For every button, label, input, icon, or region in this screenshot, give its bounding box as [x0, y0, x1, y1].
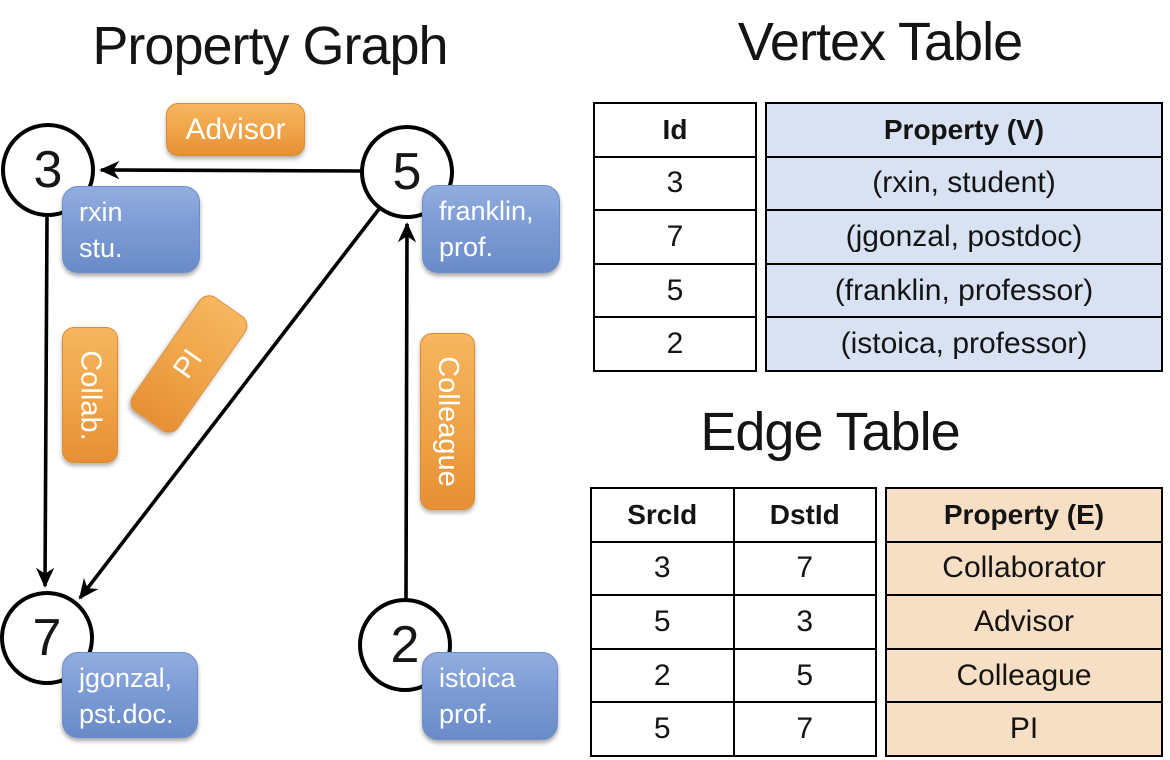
edge-table-header-row: SrcId DstId [592, 489, 875, 541]
edge-label-text: Colleague [432, 356, 465, 487]
vertex-table-property-cell: (rxin, student) [767, 155, 1161, 210]
edge-colleague-2-to-5 [397, 222, 417, 599]
graph-edges [35, 160, 417, 600]
edge-table-dstid-cell: 3 [796, 604, 814, 638]
edge-table-dstid-cell: 5 [796, 658, 814, 692]
vertex-property-box-3: rxin stu. [62, 186, 200, 273]
vertex-table-property-cell: (jgonzal, postdoc) [767, 209, 1161, 263]
edge-label-text: Advisor [185, 112, 286, 146]
edge-table-property-cell: Collaborator [887, 540, 1161, 595]
edge-label-text: Collab. [74, 349, 107, 441]
edge-table-property-cell: PI [887, 701, 1161, 755]
edge-table-row: 5 7 [592, 701, 875, 755]
vertex-table-property-column: Property (V) (rxin, student) (jgonzal, p… [765, 102, 1163, 372]
vertex-property-line: franklin, [439, 196, 534, 226]
edge-collaborator-3-to-7 [35, 216, 55, 588]
vertex-property-line: prof. [439, 699, 494, 729]
vertex-table-id-cell: 2 [595, 316, 755, 370]
edge-table-srcid-header: SrcId [592, 489, 735, 541]
vertex-table-id-cell: 7 [595, 209, 755, 263]
edge-table-row: 3 7 [592, 540, 875, 595]
edge-advisor-5-to-3 [99, 160, 362, 180]
edge-table-srcid-cell: 2 [592, 649, 735, 702]
edge-table-property-cell: Colleague [887, 647, 1161, 702]
edge-label-text: PI [167, 343, 210, 385]
edge-label-advisor: Advisor [166, 103, 305, 156]
vertex-table-id-header: Id [662, 113, 688, 145]
edge-label-colleague: Colleague [420, 333, 475, 510]
edge-label-collaborator: Collab. [62, 327, 118, 463]
edge-table-srcid-cell: 5 [592, 596, 735, 648]
edge-table-property-header: Property (E) [887, 489, 1161, 541]
graph-node-2: 2 [358, 598, 452, 692]
graph-node-5: 5 [360, 125, 454, 219]
edge-table-srcid-cell: 5 [592, 703, 735, 755]
edge-table-property-cell: Advisor [887, 594, 1161, 648]
vertex-table-title: Vertex Table [737, 12, 1023, 72]
edge-table-row: 5 3 [592, 594, 875, 648]
vertex-table-property-cell: (istoica, professor) [767, 316, 1161, 370]
vertex-property-box-2: istoica prof. [422, 652, 558, 740]
vertex-table-id-column: Id 3 7 5 2 [593, 102, 757, 372]
vertex-table-property-cell: (franklin, professor) [767, 262, 1161, 317]
property-graph-title: Property Graph [92, 16, 448, 76]
vertex-table-property-header: Property (V) [767, 104, 1161, 156]
edge-table-dstid-header: DstId [769, 498, 840, 530]
vertex-table-id-cell: 3 [595, 155, 755, 210]
vertex-property-box-7: jgonzal, pst.doc. [62, 652, 198, 738]
vertex-property-line: pst.doc. [79, 699, 174, 729]
edge-table-property-column: Property (E) Collaborator Advisor Collea… [885, 487, 1163, 757]
edge-table-row: 2 5 [592, 647, 875, 702]
vertex-table-id-cell: 5 [595, 262, 755, 317]
vertex-property-line: prof. [439, 232, 494, 262]
vertex-property-line: stu. [79, 233, 123, 263]
vertex-property-line: istoica [439, 663, 516, 693]
edge-table-dstid-cell: 7 [796, 712, 814, 746]
edge-table-dstid-cell: 7 [796, 551, 814, 585]
vertex-property-box-5: franklin, prof. [422, 185, 560, 273]
edge-pi-5-to-7 [78, 207, 381, 600]
edge-table-title: Edge Table [700, 402, 960, 462]
edge-table-srcid-cell: 3 [592, 542, 735, 595]
vertex-property-line: jgonzal, [79, 663, 173, 693]
vertex-property-line: rxin [79, 197, 123, 227]
edge-table-id-columns: SrcId DstId 3 7 5 3 2 5 5 7 [590, 487, 877, 757]
